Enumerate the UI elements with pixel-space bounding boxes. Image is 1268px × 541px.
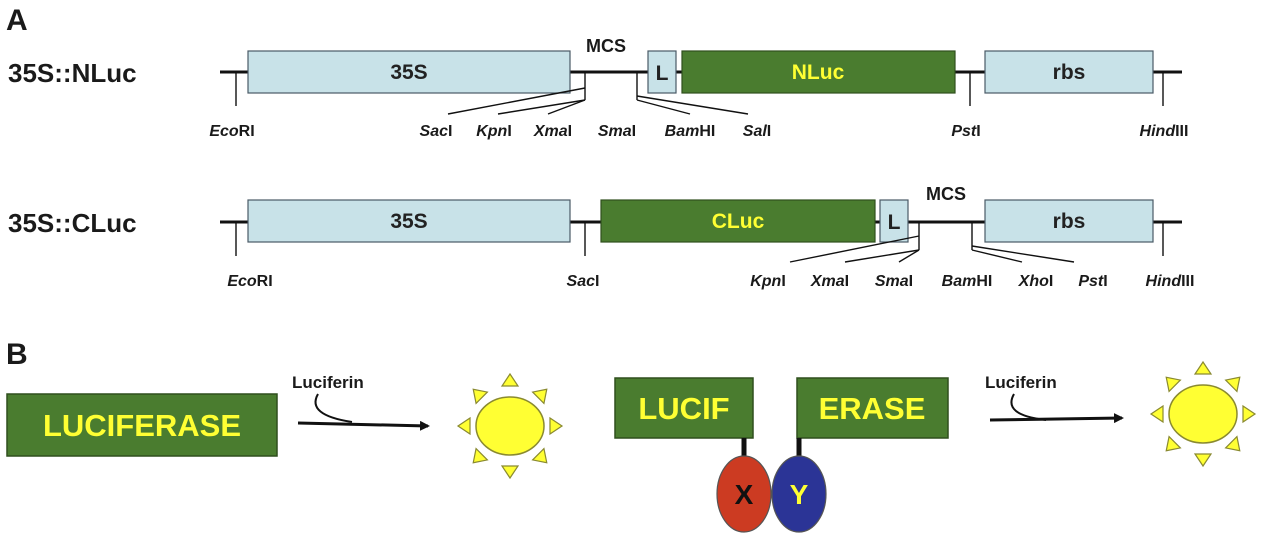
linker-block <box>879 199 909 243</box>
protein-y-label: Y <box>790 479 809 510</box>
terminator-rbs-block <box>984 50 1154 94</box>
reaction-arrow-2: Luciferin <box>985 373 1124 424</box>
reaction-arrow-1: Luciferin <box>292 373 430 431</box>
linker-label: L <box>888 211 901 234</box>
site-ecori: EcoRI <box>209 123 254 140</box>
site-kpni: KpnI <box>750 273 786 290</box>
site-saci: SacI <box>567 273 600 290</box>
promoter-35s-label: 35S <box>390 210 427 233</box>
site-xmai: XmaI <box>533 123 572 140</box>
site-smai: SmaI <box>875 273 913 290</box>
light-sun-icon <box>1149 360 1257 468</box>
erase-fragment-box <box>796 377 949 439</box>
mcs-label: MCS <box>586 36 626 56</box>
nluc-label: NLuc <box>792 61 845 84</box>
linker-block <box>647 50 677 94</box>
site-hindiii: HindIII <box>1146 273 1195 290</box>
promoter-35s-label: 35S <box>390 61 427 84</box>
whole-luciferase: LUCIFERASE <box>6 393 278 457</box>
panel-b-label: B <box>6 338 28 371</box>
site-xmai: XmaI <box>810 273 849 290</box>
protein-y <box>771 455 827 533</box>
site-bamhi: BamHI <box>942 273 993 290</box>
luciferin-label-2: Luciferin <box>985 373 1057 392</box>
split-luciferase: LUCIF ERASE X Y <box>614 377 949 533</box>
arrow-line <box>297 420 430 431</box>
construct-nluc-name: 35S::NLuc <box>8 58 137 88</box>
luciferase-box <box>6 393 278 457</box>
site-bamhi: BamHI <box>665 123 716 140</box>
site-psti: PstI <box>951 123 980 140</box>
site-leader-lines <box>235 222 1164 263</box>
promoter-35s-block <box>247 50 571 94</box>
terminator-rbs-label: rbs <box>1053 210 1086 233</box>
lucif-fragment-label: LUCIF <box>638 391 729 426</box>
cluc-label: CLuc <box>712 210 765 233</box>
site-sali: SalI <box>743 123 771 140</box>
protein-x-label: X <box>735 479 754 510</box>
substrate-curve <box>1010 393 1047 421</box>
nluc-block <box>681 50 956 94</box>
site-saci: SacI <box>420 123 453 140</box>
promoter-35s-block <box>247 199 571 243</box>
erase-fragment-label: ERASE <box>819 391 926 426</box>
lucif-fragment-box <box>614 377 754 439</box>
protein-x <box>716 455 772 533</box>
luciferin-label-1: Luciferin <box>292 373 364 392</box>
site-psti: PstI <box>1078 273 1107 290</box>
arrow-line <box>989 413 1124 424</box>
construct-cluc: 35S::CLuc 35S CLuc L rbs MCS EcoRI SacI … <box>8 184 1194 290</box>
construct-cluc-name: 35S::CLuc <box>8 208 137 238</box>
terminator-rbs-label: rbs <box>1053 61 1086 84</box>
mcs-label: MCS <box>926 184 966 204</box>
site-leader-lines <box>235 72 1164 115</box>
site-smai: SmaI <box>598 123 636 140</box>
light-sun-icon <box>456 372 564 480</box>
site-xhoi: XhoI <box>1018 273 1054 290</box>
luciferase-label: LUCIFERASE <box>43 408 241 443</box>
substrate-curve <box>314 393 353 423</box>
site-hindiii: HindIII <box>1140 123 1189 140</box>
panel-a-label: A <box>6 4 28 37</box>
linker-label: L <box>656 62 669 85</box>
terminator-rbs-block <box>984 199 1154 243</box>
site-ecori: EcoRI <box>227 273 272 290</box>
cluc-block <box>600 199 876 243</box>
construct-nluc: 35S::NLuc 35S L NLuc rbs MCS EcoRI SacI … <box>8 36 1188 140</box>
site-kpni: KpnI <box>476 123 512 140</box>
